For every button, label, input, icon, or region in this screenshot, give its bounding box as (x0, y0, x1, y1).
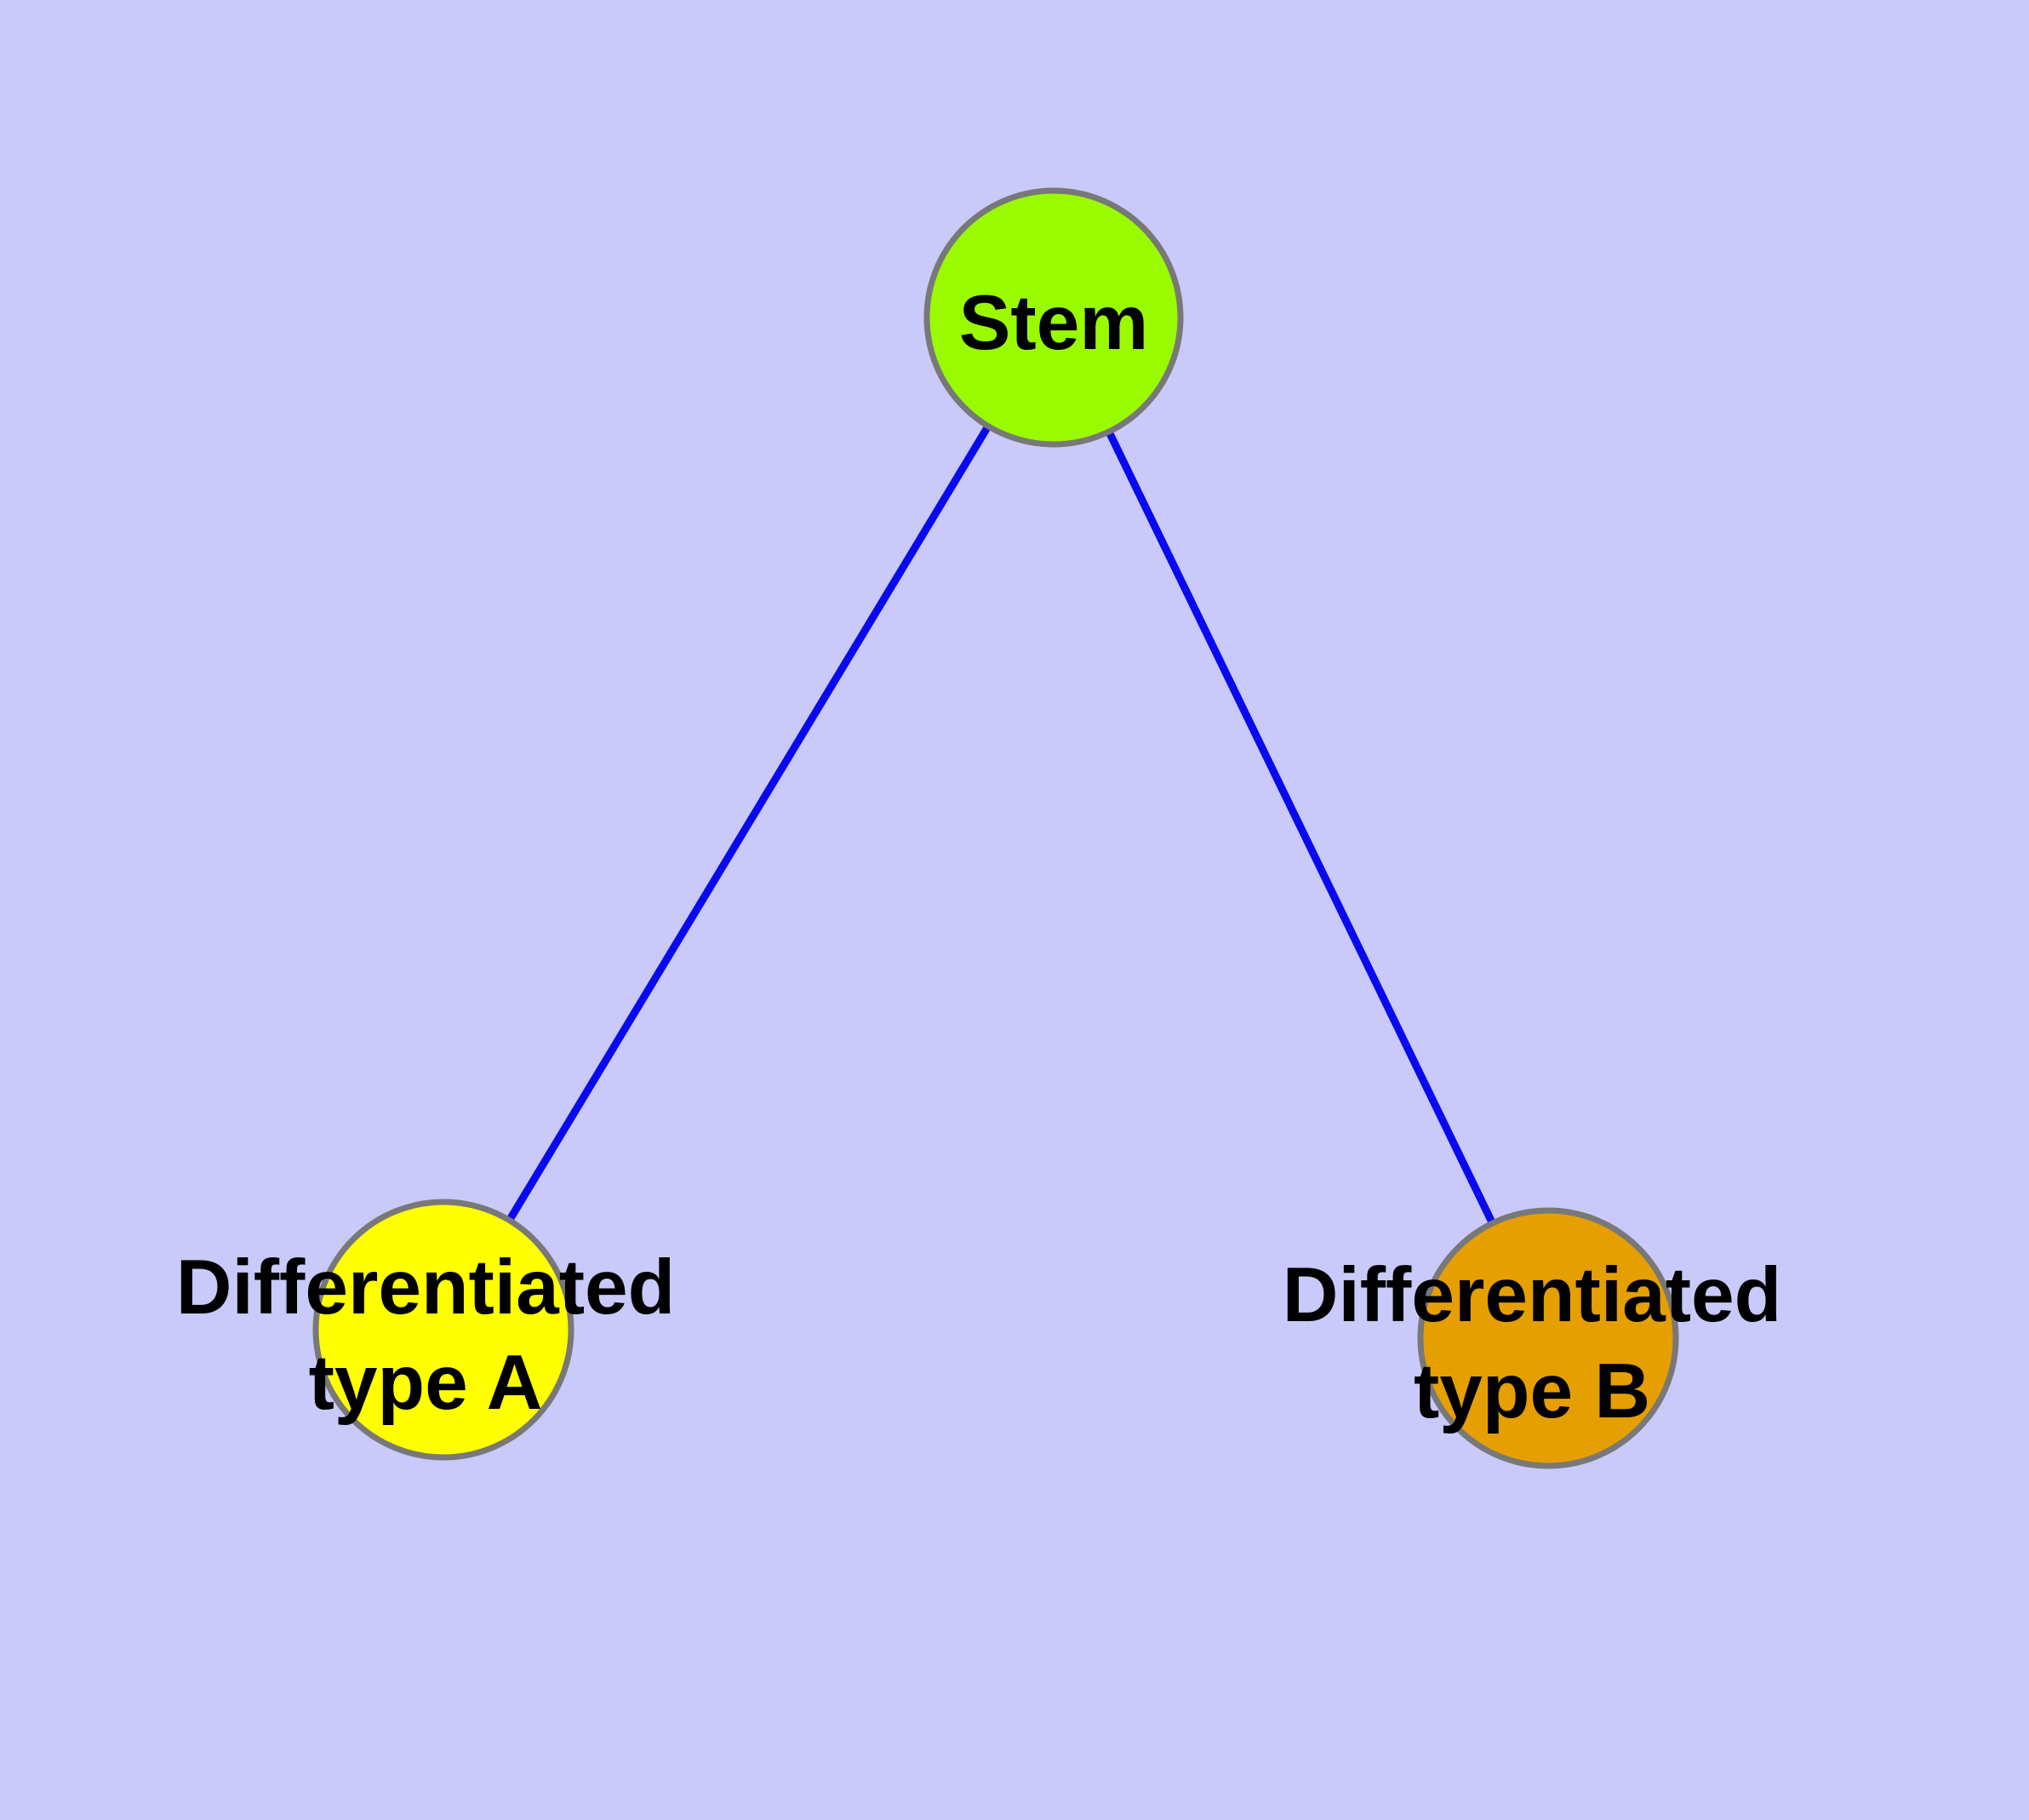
edge-stem-to-type-b (1049, 316, 1552, 1340)
node-stem-circle (923, 187, 1184, 448)
node-type-a-label-line2: type A (309, 1340, 543, 1426)
node-type-b-circle (1417, 1207, 1679, 1469)
node-type-b-label-line1: Differentiated (1283, 1252, 1782, 1338)
node-type-a-label-line1: Differentiated (176, 1245, 676, 1331)
node-type-a-circle (312, 1199, 574, 1461)
node-stem-label: Stem (959, 280, 1149, 366)
edge-stem-to-type-a (440, 315, 1057, 1332)
node-type-b-label-line2: type B (1414, 1348, 1650, 1434)
